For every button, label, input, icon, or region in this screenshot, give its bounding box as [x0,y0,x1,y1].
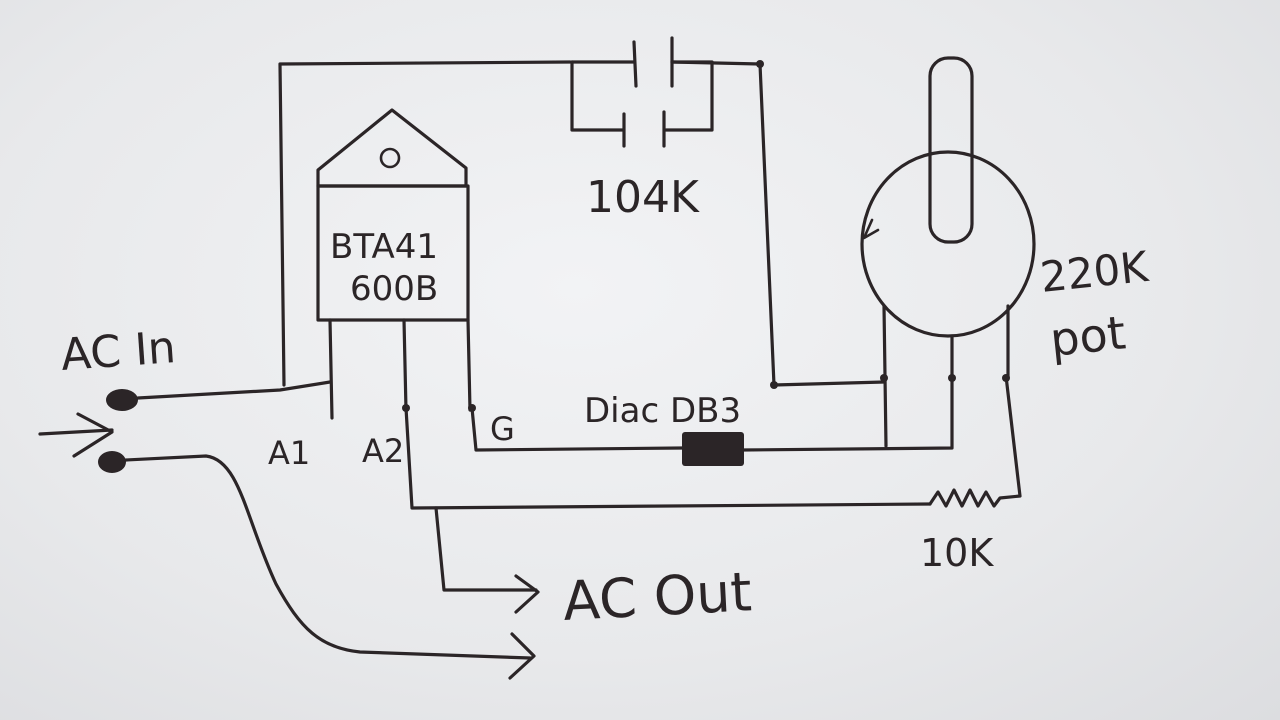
pot-value-label: 220K [1038,242,1152,302]
ac-neutral-wire [124,454,532,660]
triac-model-label: BTA41 [330,227,438,267]
pot-label: pot [1048,305,1129,367]
diac-db3 [682,432,744,466]
a1-wire [136,380,332,400]
a2-label: A2 [362,432,404,470]
ac-in-terminal-top [106,389,138,411]
gate-label: G [490,410,515,448]
diac-label: Diac DB3 [584,391,741,431]
ac-out-label: AC Out [561,560,753,633]
resistor-10k [928,374,1022,508]
capacitor-104k [570,36,714,148]
capacitor-label: 104K [586,172,700,223]
a2-wire [404,406,932,510]
resistor-label: 10K [920,531,994,575]
input-arrow [38,412,114,458]
ac-out-wire [434,506,538,592]
gate-wire [470,374,954,452]
ac-in-terminal-bottom [98,451,126,473]
triac-rating-label: 600B [350,269,438,309]
ac-in-label: AC In [59,322,177,381]
triac-bta41 [316,108,472,420]
a1-label: A1 [268,434,310,472]
top-wire [278,60,762,387]
